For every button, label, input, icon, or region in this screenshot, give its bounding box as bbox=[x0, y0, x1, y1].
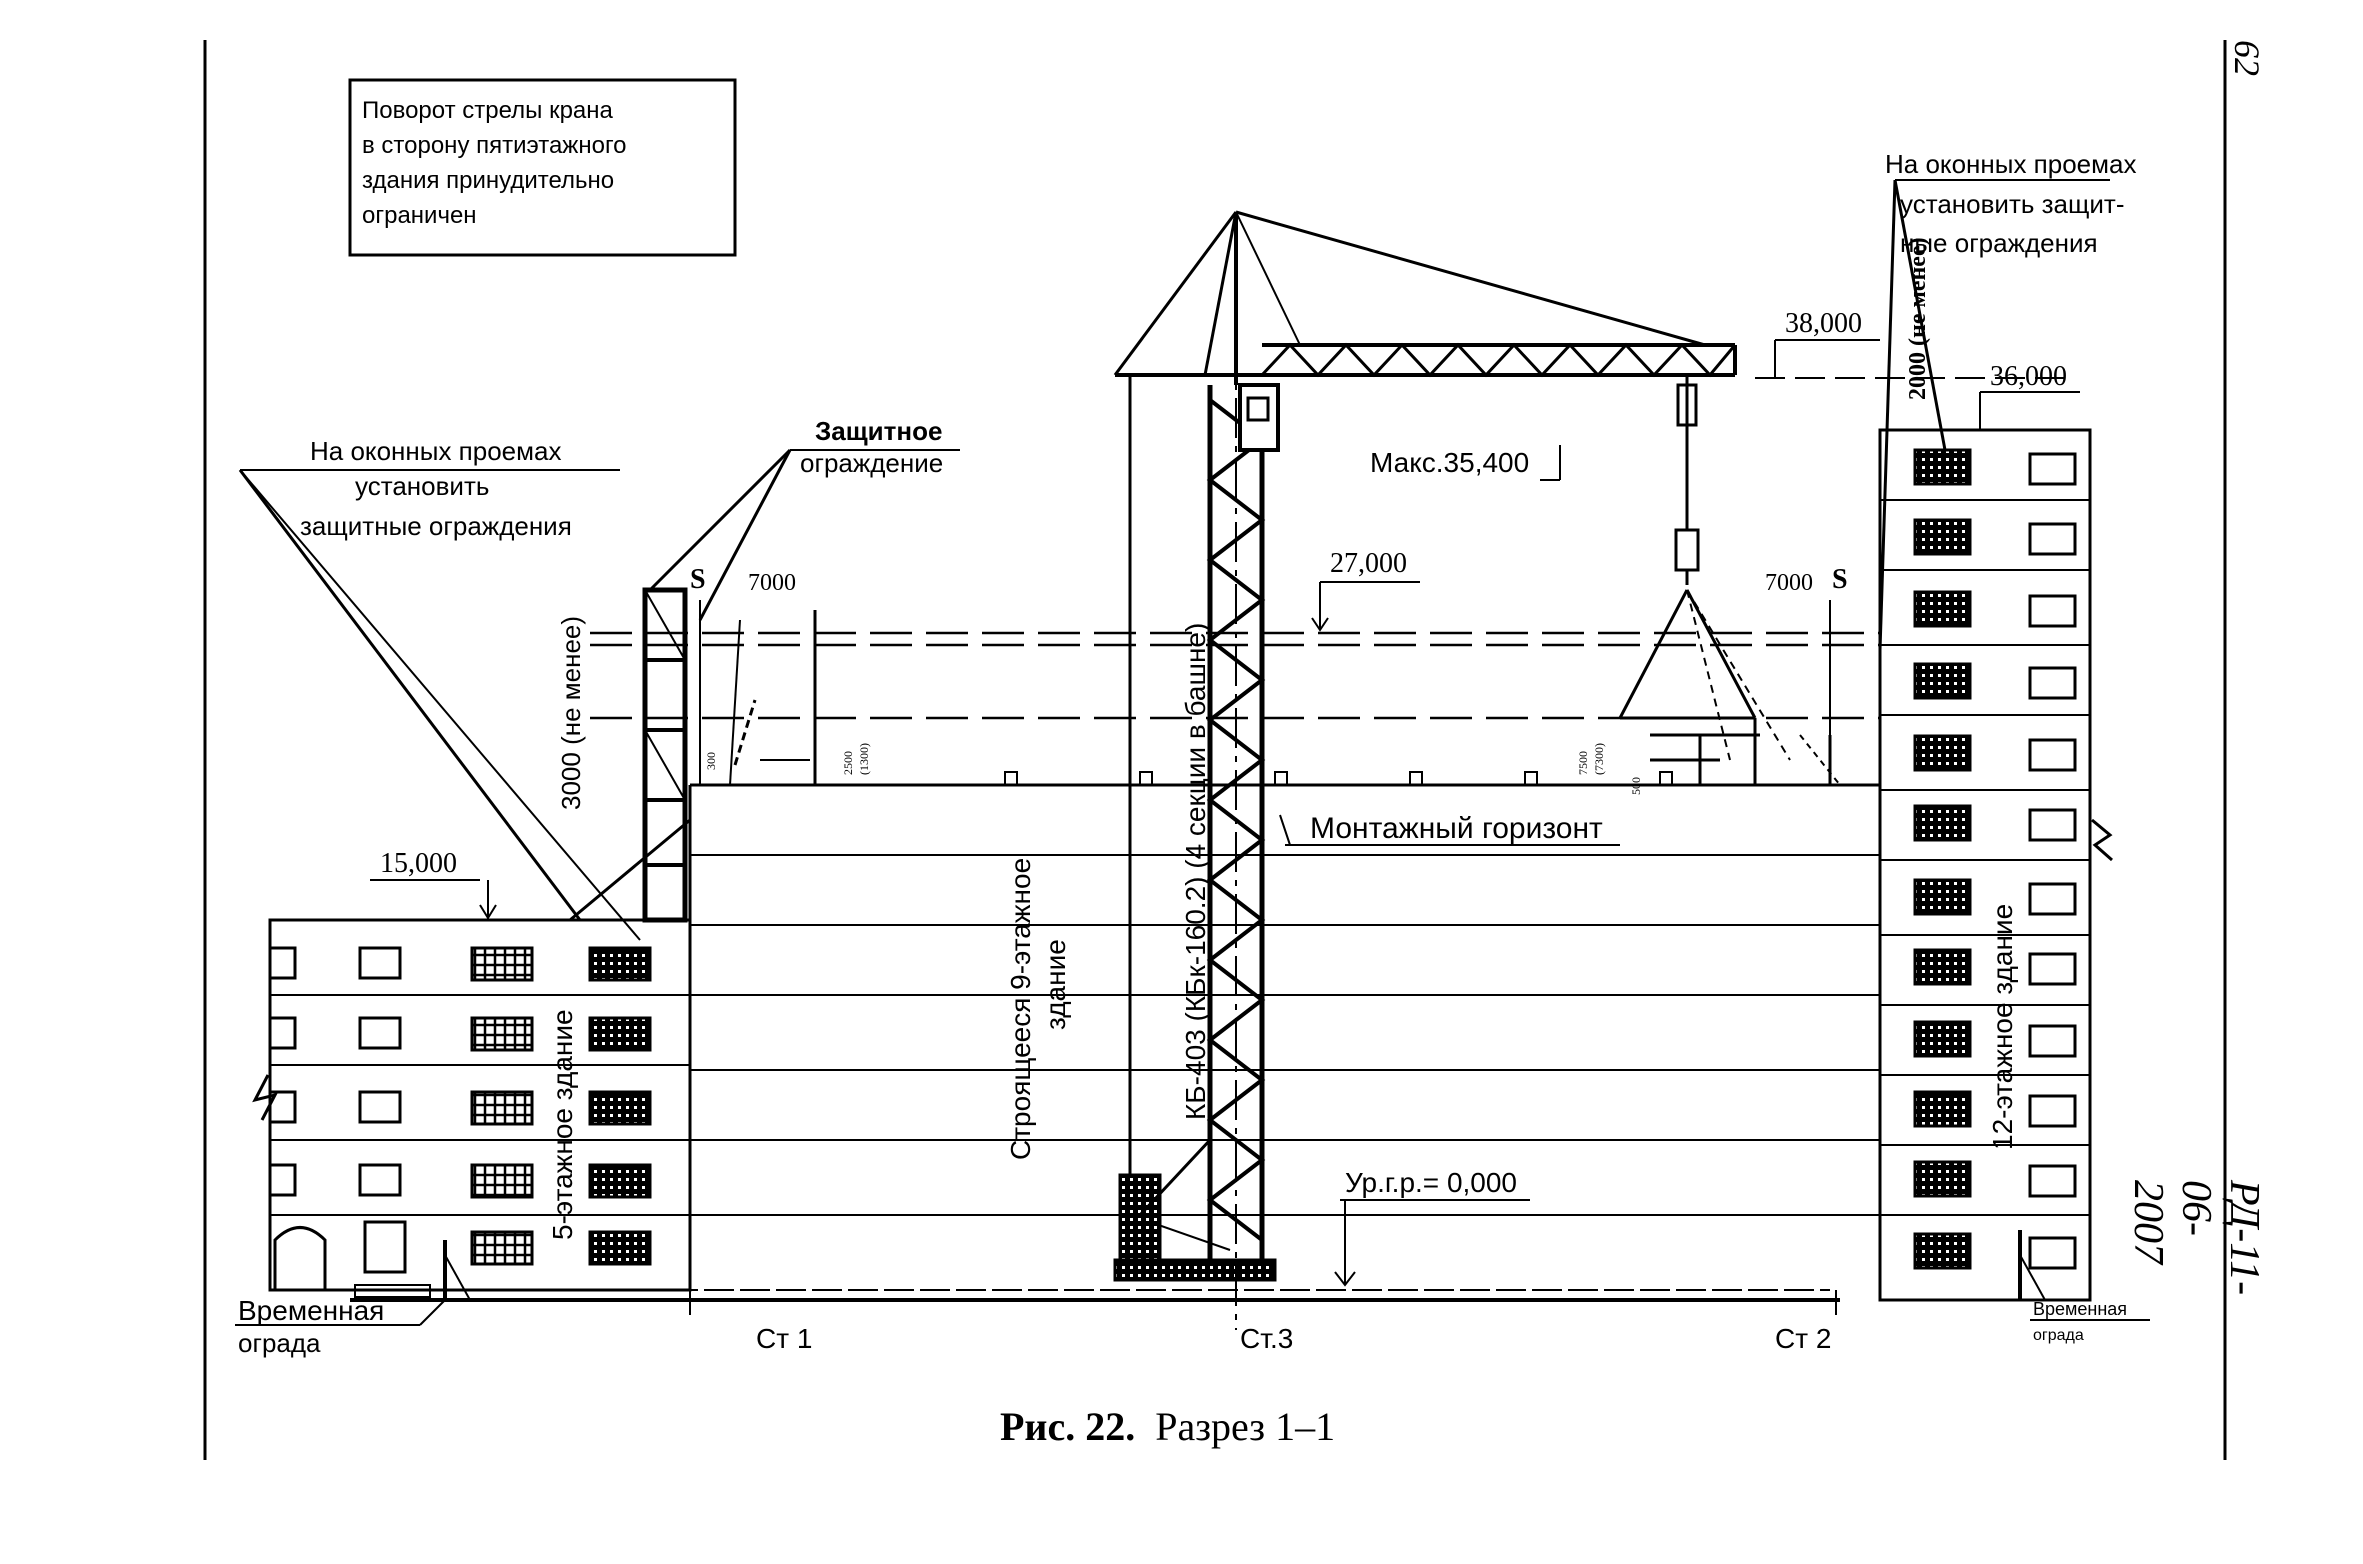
left-windows-note-3: защитные ограждения bbox=[300, 511, 572, 541]
axis-st2: Ст 2 bbox=[1775, 1323, 1831, 1354]
left-windows-note-1: На оконных проемах bbox=[310, 436, 561, 466]
temp-fence-left-label-2: ограда bbox=[238, 1328, 321, 1358]
dim-2500: 2500 bbox=[841, 751, 855, 775]
right-windows-note-2: установить защит- bbox=[1900, 189, 2124, 219]
dim-7500: 7500 bbox=[1576, 751, 1590, 775]
tower-crane bbox=[1113, 210, 1841, 1330]
leader-lines bbox=[238, 179, 2110, 941]
temp-fence-left-label-1: Временная bbox=[238, 1295, 384, 1326]
left-windows-note-2: установить bbox=[355, 471, 489, 501]
mounting-horizon-label: Монтажный горизонт bbox=[1310, 812, 1603, 845]
dim-300: 300 bbox=[704, 752, 718, 770]
scaffold-left bbox=[569, 587, 830, 923]
dim-7300: (7300) bbox=[1592, 743, 1606, 775]
five-story-building bbox=[252, 918, 692, 1298]
temp-fence-right-label-2: ограда bbox=[2033, 1327, 2084, 1344]
elevation-ground: Ур.г.р.= 0,000 bbox=[1345, 1167, 1517, 1198]
protective-fence-note-1: Защитное bbox=[815, 416, 942, 446]
dim-7000-right: 7000 bbox=[1765, 570, 1813, 596]
elevation-left-roof: 15,000 bbox=[380, 848, 457, 879]
crane-label: КБ-403 (КБк-160.2) (4 секции в башне) bbox=[1180, 623, 1211, 1120]
figure-number: Рис. 22. bbox=[1000, 1404, 1135, 1449]
elevation-hook-max: Макс.35,400 bbox=[1370, 447, 1529, 478]
dim-sb-left: S bbox=[690, 564, 706, 595]
elevation-mid-level: 27,000 bbox=[1330, 548, 1407, 579]
dim-3000: 3000 (не менее) bbox=[556, 616, 586, 810]
dim-1300: (1300) bbox=[857, 743, 871, 775]
twelve-story-label: 12-этажное здание bbox=[1987, 904, 2018, 1150]
figure-title: Разрез 1–1 bbox=[1155, 1404, 1335, 1449]
dim-sb-right: S bbox=[1832, 564, 1848, 595]
elevation-right-roof: 36,000 bbox=[1990, 361, 2067, 392]
nine-story-label-2: здание bbox=[1040, 939, 1071, 1030]
dim-7000-left: 7000 bbox=[748, 570, 796, 596]
boom-note-line-3: здания принудительно bbox=[362, 167, 614, 194]
twelve-story-building bbox=[1878, 428, 2113, 1302]
dim-500: 500 bbox=[1629, 777, 1643, 795]
temp-fence-right-label-1: Временная bbox=[2033, 1299, 2127, 1319]
axis-st3: Ст.3 bbox=[1240, 1323, 1293, 1354]
boom-note-line-4: ограничен bbox=[362, 202, 477, 229]
protective-fence-note-2: ограждение bbox=[800, 448, 943, 478]
nine-story-building bbox=[688, 771, 1880, 1290]
axis-st1: Ст 1 bbox=[756, 1323, 812, 1354]
figure-caption: Рис. 22. Разрез 1–1 bbox=[1000, 1404, 1335, 1449]
boom-note-line-2: в сторону пятиэтажного bbox=[362, 132, 627, 159]
boom-restriction-note-box bbox=[348, 78, 737, 257]
dim-2000: 2000 (не менее) bbox=[1905, 237, 1931, 400]
nine-story-label-1: Строящееся 9-этажное bbox=[1005, 858, 1036, 1160]
right-windows-note-1: На оконных проемах bbox=[1885, 149, 2136, 179]
elevation-crane-top: 38,000 bbox=[1785, 308, 1862, 339]
elevation-marks bbox=[370, 339, 2080, 1287]
five-story-label: 5-этажное здание bbox=[547, 1009, 578, 1240]
boom-note-line-1: Поворот стрелы крана bbox=[362, 97, 614, 124]
right-windows-note-3: ные ограждения bbox=[1900, 228, 2098, 258]
